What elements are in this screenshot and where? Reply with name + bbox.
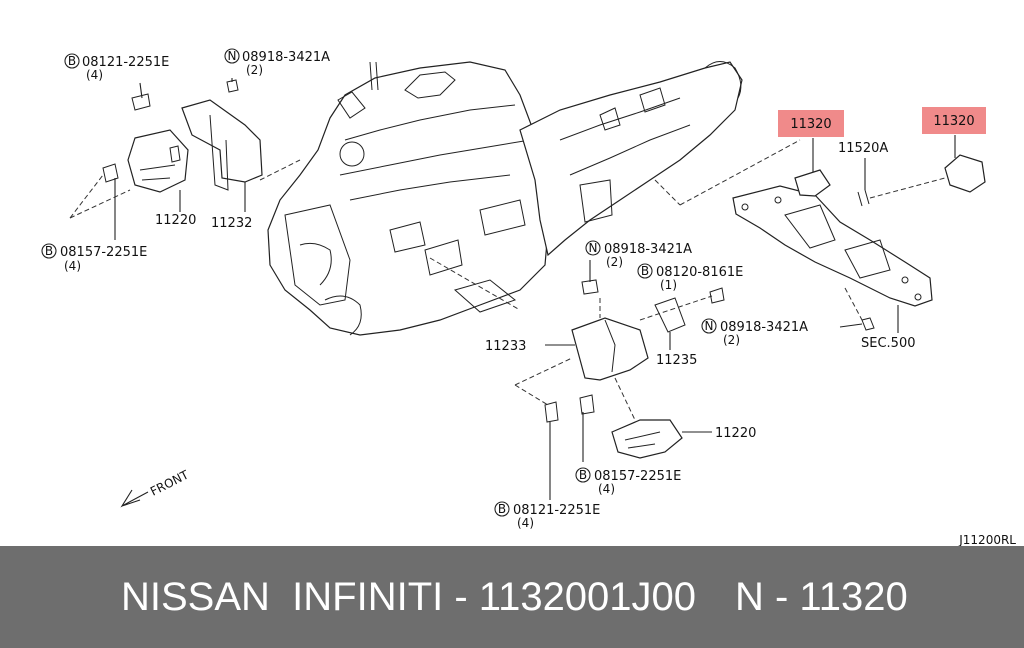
part-label-11220-left: 11220 — [155, 213, 196, 228]
part-number: 08918-3421A — [242, 50, 330, 65]
front-arrow-icon — [120, 489, 149, 508]
part-number: 08157-2251E — [60, 245, 147, 260]
part-number: 11320 — [933, 114, 974, 129]
footer-banner: NISSAN INFINITI - 1132001J00 N - 11320 — [0, 546, 1024, 648]
callout-11320-mid-highlighted: 11320 — [778, 110, 844, 137]
footer-brand-part-number: NISSAN INFINITI - 1132001J00 — [121, 574, 697, 619]
front-label: FRONT — [148, 467, 191, 498]
rear-crossmember — [732, 154, 986, 331]
quantity: (4) — [598, 482, 615, 496]
callout-b-08121-top-left: B 08121-2251E (4) — [64, 53, 169, 82]
callout-11320-right-highlighted: 11320 — [922, 107, 986, 134]
part-number: 08121-2251E — [82, 55, 169, 70]
section-ref-sec500: SEC.500 — [861, 336, 916, 351]
footer-diagram-number: N - 11320 — [735, 574, 908, 619]
part-number: 08157-2251E — [594, 469, 681, 484]
part-label-11520a: 11520A — [838, 141, 888, 156]
part-label-11235: 11235 — [656, 353, 697, 368]
part-number: 11320 — [790, 117, 831, 132]
bolt-mark: B — [579, 468, 587, 482]
part-number: 08120-8161E — [656, 265, 743, 280]
bolt-mark: B — [68, 54, 76, 68]
part-number: 08918-3421A — [604, 242, 692, 257]
nut-mark: N — [705, 319, 714, 333]
callout-n-08918-top-left: N 08918-3421A (2) — [224, 48, 330, 77]
callout-b-08157-lower: B 08157-2251E (4) — [575, 467, 681, 496]
callout-n-08918-mid: N 08918-3421A (2) — [585, 240, 692, 269]
nut-mark: N — [228, 49, 237, 63]
quantity: (1) — [660, 278, 677, 292]
front-direction-indicator: FRONT — [120, 467, 191, 508]
part-label-11233: 11233 — [485, 339, 526, 354]
quantity: (4) — [86, 68, 103, 82]
bolt-mark: B — [641, 264, 649, 278]
part-number: 08121-2251E — [513, 503, 600, 518]
lower-front-mount — [544, 279, 725, 459]
callout-b-08120: B 08120-8161E (1) — [637, 263, 743, 292]
quantity: (2) — [723, 333, 740, 347]
quantity: (4) — [64, 259, 81, 273]
leader-lines — [69, 78, 956, 500]
quantity: (2) — [606, 255, 623, 269]
quantity: (4) — [517, 516, 534, 530]
quantity: (2) — [246, 63, 263, 77]
nut-mark: N — [589, 241, 598, 255]
transmission-illustration — [519, 61, 743, 257]
parts-diagram: B 08121-2251E (4) N 08918-3421A (2) 1122… — [41, 48, 1016, 546]
callout-n-08918-right: N 08918-3421A (2) — [701, 318, 808, 347]
part-label-11232: 11232 — [211, 216, 252, 231]
bolt-mark: B — [498, 502, 506, 516]
engine-illustration — [267, 61, 549, 336]
drawing-reference: J11200RL — [958, 533, 1016, 546]
callout-b-08121-lower: B 08121-2251E (4) — [494, 501, 600, 530]
bolt-mark: B — [45, 244, 53, 258]
part-label-11220-lower: 11220 — [715, 426, 756, 441]
left-front-mount — [102, 79, 263, 193]
callout-b-08157-left: B 08157-2251E (4) — [41, 243, 147, 273]
part-number: 08918-3421A — [720, 320, 808, 335]
